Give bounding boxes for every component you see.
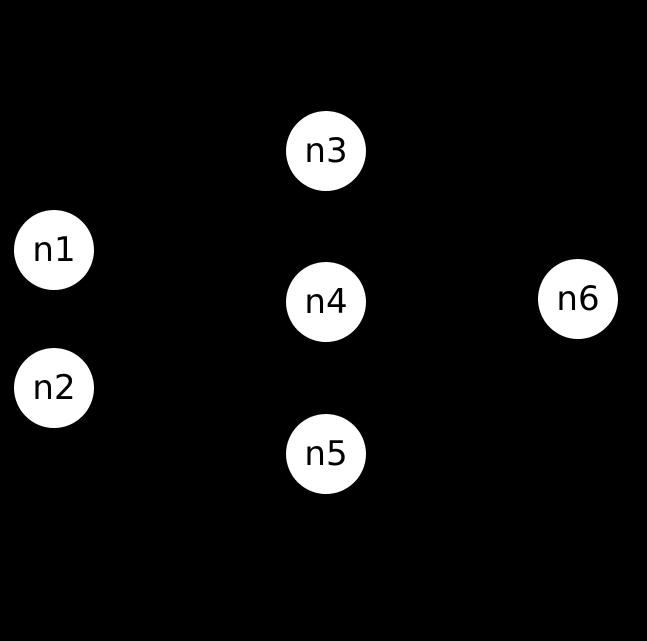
node-n2: n2 [14,348,94,428]
node-label: n5 [304,434,347,474]
node-n3: n3 [286,111,366,191]
node-circle [286,111,366,191]
node-n6: n6 [538,259,618,339]
node-label: n1 [32,230,75,270]
node-n1: n1 [14,210,94,290]
node-label: n3 [304,131,347,171]
node-circle [14,210,94,290]
node-circle [538,259,618,339]
node-circle [286,262,366,342]
node-label: n6 [556,279,599,319]
node-n4: n4 [286,262,366,342]
node-n5: n5 [286,414,366,494]
node-label: n2 [32,368,75,408]
node-circle [14,348,94,428]
node-label: n4 [304,282,347,322]
node-circle [286,414,366,494]
